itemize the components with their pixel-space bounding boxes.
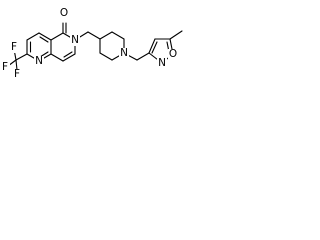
bond-cf3-ring [15, 53, 28, 61]
bond-pip-5 [99, 52, 113, 61]
bond-isox-1 [148, 38, 156, 54]
atom-f-top: F [11, 41, 17, 53]
bond-linker-2 [87, 31, 101, 40]
bond-ring-b-1 [50, 32, 64, 41]
bond-isox-1-inner [151, 41, 158, 54]
bond-linker-4 [136, 52, 150, 61]
chemical-structure: F F F N O N N N O [1, 7, 183, 80]
bond-ring-a-3 [38, 32, 52, 41]
bond-ring-a-3-inner [39, 36, 49, 43]
atom-o-isoxazole: O [169, 48, 177, 60]
atom-n-isoxazole: N [158, 57, 166, 69]
atom-o-carbonyl: O [60, 7, 68, 19]
atom-n-piperidine: N [120, 47, 128, 59]
atom-n-pyridinone: N [71, 34, 79, 46]
bond-ring-b-4-inner [63, 51, 73, 58]
bond-ring-b-4 [62, 53, 76, 62]
bond-pip-2 [111, 31, 125, 40]
bonds [7, 22, 183, 71]
bond-pip-1 [99, 31, 113, 40]
atom-f-bottom: F [14, 68, 20, 80]
atom-f-left: F [2, 61, 8, 73]
bond-methyl [169, 30, 183, 40]
bond-ring-a-2 [26, 32, 40, 41]
atom-labels: F F F N O N N N O [1, 7, 179, 80]
bond-ring-b-5 [50, 53, 64, 62]
atom-n-pyridine: N [35, 55, 43, 67]
bond-cf3-f-bottom [15, 59, 18, 71]
